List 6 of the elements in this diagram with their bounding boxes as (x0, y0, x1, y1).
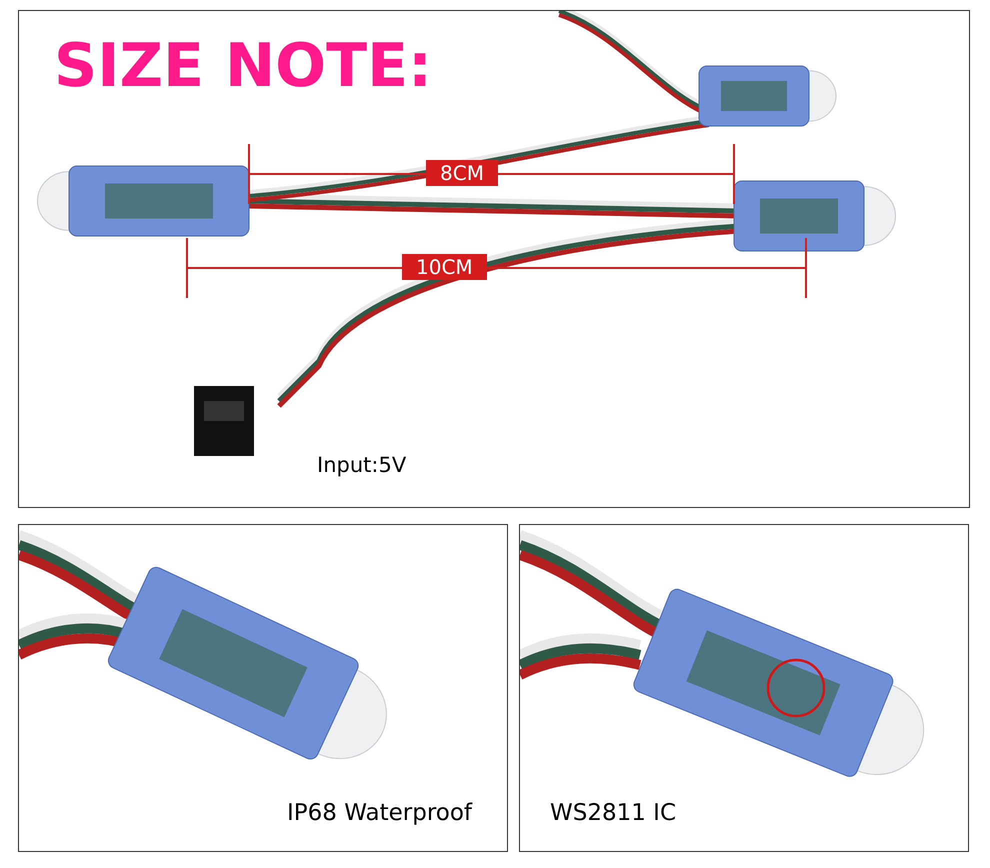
caption: WS2811 IC (550, 800, 676, 826)
caption: Input:5V (317, 453, 406, 477)
caption: IP68 Waterproof (287, 800, 472, 826)
title: SIZE NOTE: (54, 31, 432, 101)
dimension-label: 10CM (402, 254, 487, 280)
dimension-label: 8CM (426, 160, 498, 186)
